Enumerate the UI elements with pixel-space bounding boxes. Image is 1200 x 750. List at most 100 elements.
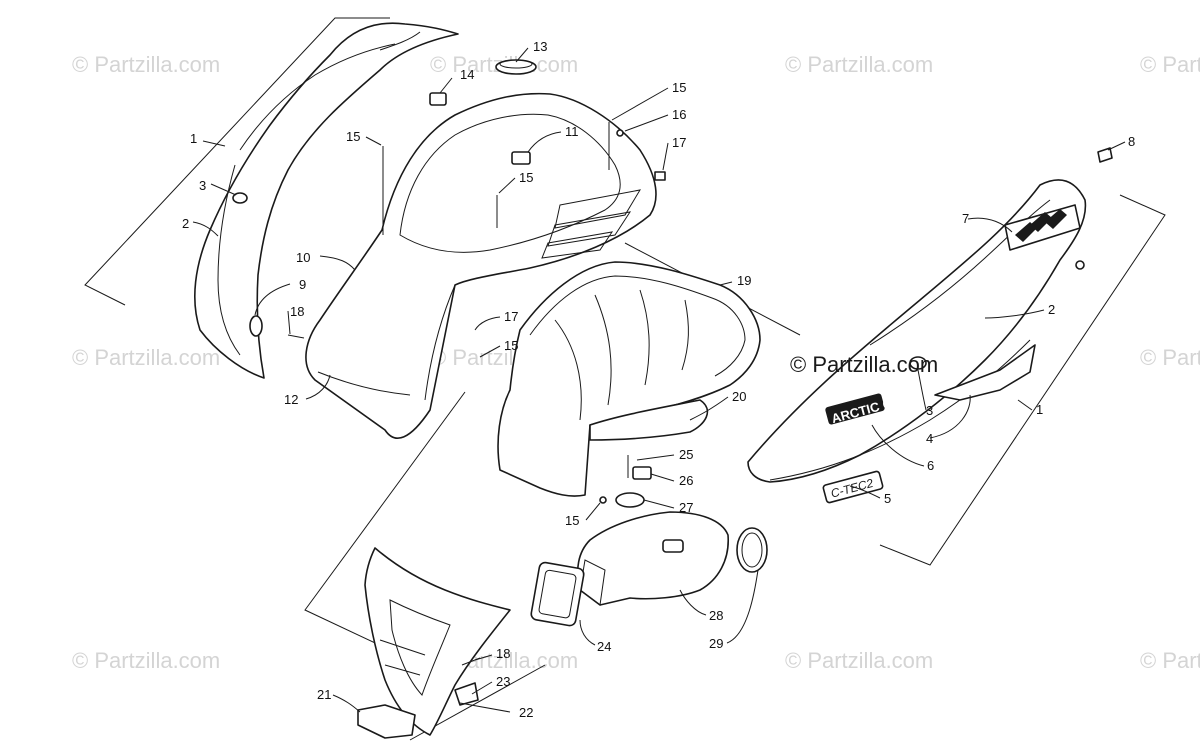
leader-line: [679, 589, 707, 616]
callout-label: 2: [182, 216, 189, 231]
callout-label: 16: [672, 107, 686, 122]
bezel-clip: [357, 704, 416, 739]
leader-line: [287, 310, 291, 335]
callout-label: 7: [962, 211, 969, 226]
right-panel-nut: [1075, 260, 1085, 270]
lower-bezel-rib: [384, 664, 421, 676]
leader-line: [498, 177, 516, 194]
callout-label: 25: [679, 447, 693, 462]
callout-label: 6: [927, 458, 934, 473]
leader-line: [319, 255, 356, 271]
hood-shell: [305, 92, 657, 439]
leader-line: [849, 485, 881, 499]
callout-label: 24: [597, 639, 611, 654]
callout-label: 4: [926, 431, 933, 446]
right-panel-clip: [909, 356, 927, 370]
lower-bezel-body: [364, 547, 511, 736]
leader-lines: [192, 47, 1126, 713]
left-side-panel: [194, 22, 459, 379]
callout-label: 12: [284, 392, 298, 407]
leader-line: [254, 283, 291, 316]
hood-side-line: [424, 284, 456, 401]
leader-line: [439, 77, 453, 94]
leader-line: [650, 473, 675, 482]
callout-label: 21: [317, 687, 331, 702]
leader-line: [662, 142, 669, 171]
callout-label: 15: [346, 129, 360, 144]
leader-line: [474, 654, 493, 661]
callout-label: 29: [709, 636, 723, 651]
watermark: © Partzilla.com: [1140, 345, 1200, 370]
left-panel-inner-edge: [217, 164, 241, 356]
right-panel-chevron: [1015, 222, 1037, 242]
leader-line: [474, 316, 501, 331]
hood-assembly: [287, 59, 666, 439]
leader-line: [719, 281, 733, 286]
leader-line: [471, 681, 493, 695]
intake-clamp-inner: [741, 532, 763, 568]
lower-bezel: [357, 547, 511, 739]
lower-bezel-opening: [389, 599, 451, 696]
leader-line: [636, 454, 675, 461]
leader-line: [515, 47, 529, 63]
callout-label: 23: [496, 674, 510, 689]
left-panel-grommet: [249, 315, 263, 337]
bracket-right-side-panel: [879, 194, 1166, 566]
leader-line: [305, 374, 331, 400]
left-panel-trim-line: [239, 43, 396, 151]
callout-label: 28: [709, 608, 723, 623]
air-box-rim: [529, 275, 746, 377]
leader-line: [984, 309, 1045, 319]
callout-label: 2: [1048, 302, 1055, 317]
bracket-lower-bezel: [304, 391, 466, 651]
left-panel-top-rib: [379, 31, 421, 51]
leader-line: [192, 221, 219, 237]
callout-label: 13: [533, 39, 547, 54]
callout-label: 9: [299, 277, 306, 292]
leader-line: [585, 502, 601, 521]
callout-label: 1: [1036, 402, 1043, 417]
air-box-rib: [681, 299, 689, 371]
hood-nose-line: [317, 371, 411, 396]
callout-label: 14: [460, 67, 474, 82]
leader-line: [967, 217, 1013, 233]
callout-label: 27: [679, 500, 693, 515]
leader-line: [459, 702, 511, 713]
hood-bracket: [511, 151, 531, 165]
hood-clip: [429, 92, 447, 106]
intake-duct-mouth: [579, 559, 606, 606]
leader-line: [1107, 141, 1126, 151]
callout-label: 19: [737, 273, 751, 288]
callout-label: 18: [290, 304, 304, 319]
bezel-pad: [454, 682, 479, 706]
callout-label: 10: [296, 250, 310, 265]
leader-line: [624, 114, 669, 132]
callout-label: 26: [679, 473, 693, 488]
callout-label: 17: [672, 135, 686, 150]
leader-line: [643, 499, 675, 509]
callout-label: 5: [884, 491, 891, 506]
callout-label: 8: [1128, 134, 1135, 149]
callout-label: 15: [672, 80, 686, 95]
leader-line: [611, 87, 669, 121]
air-box-rib: [639, 289, 650, 386]
leader-line: [579, 619, 596, 646]
watermark: © Partzilla.com: [72, 52, 220, 77]
callout-label: 15: [519, 170, 533, 185]
right-panel-fastener: [1097, 147, 1113, 163]
air-box: [497, 261, 761, 497]
watermark: © Partzilla.com: [1140, 52, 1200, 77]
air-box-rib: [594, 294, 612, 406]
right-panel-window-decal: [934, 344, 1036, 401]
watermark: © Partzilla.com: [785, 52, 933, 77]
left-panel-clip: [232, 192, 248, 204]
hood-inner-cowl: [399, 113, 621, 253]
callout-label: 18: [496, 646, 510, 661]
callout-label: 3: [199, 178, 206, 193]
callout-label: 17: [504, 309, 518, 324]
callout-label: 22: [519, 705, 533, 720]
right-panel-chevron: [1045, 209, 1067, 229]
leader-line: [1017, 399, 1033, 411]
intake-latch: [632, 466, 652, 480]
